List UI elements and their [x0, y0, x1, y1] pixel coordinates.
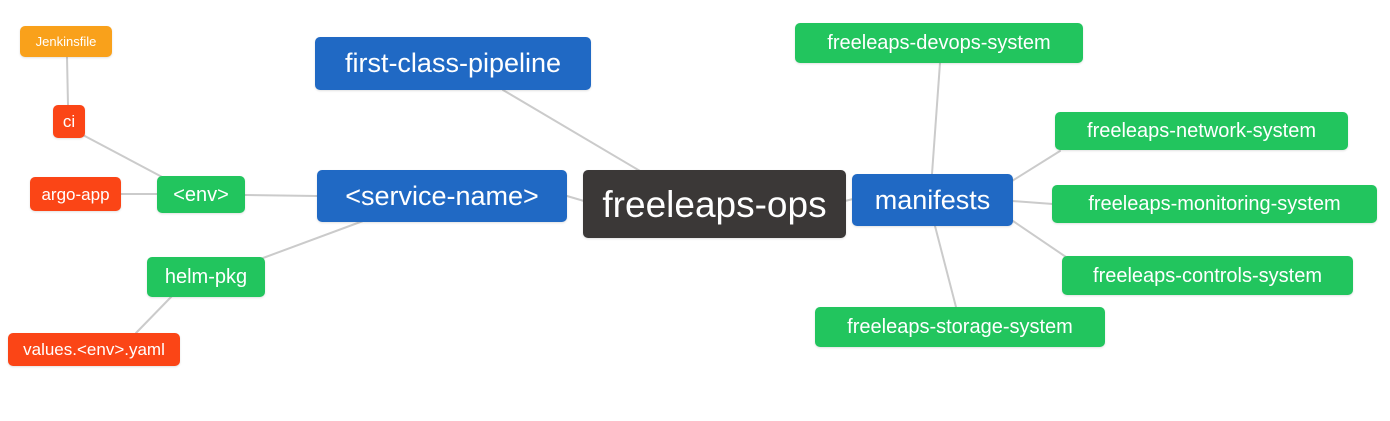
- node-argo-app[interactable]: argo-app: [30, 177, 121, 211]
- edge-env-to-service-name: [244, 194, 318, 197]
- node-values-env-yaml[interactable]: values.<env>.yaml: [8, 333, 180, 366]
- node-freeleaps-storage-system[interactable]: freeleaps-storage-system: [815, 307, 1105, 347]
- edge-service-name-to-freeleaps-ops: [566, 195, 585, 202]
- edge-manifests-to-freeleaps-controls-system: [1012, 220, 1067, 258]
- node-freeleaps-controls-system[interactable]: freeleaps-controls-system: [1062, 256, 1353, 295]
- edge-manifests-to-freeleaps-storage-system: [934, 225, 957, 308]
- node-helm-pkg[interactable]: helm-pkg: [147, 257, 265, 297]
- edge-values-env-yaml-to-helm-pkg: [135, 295, 173, 334]
- edge-manifests-to-freeleaps-network-system: [1011, 150, 1061, 182]
- node-manifests[interactable]: manifests: [852, 174, 1013, 226]
- node-env[interactable]: <env>: [157, 176, 245, 213]
- edge-manifests-to-freeleaps-monitoring-system: [1011, 200, 1054, 205]
- node-freeleaps-network-system[interactable]: freeleaps-network-system: [1055, 112, 1348, 150]
- node-freeleaps-ops[interactable]: freeleaps-ops: [583, 170, 846, 238]
- edge-ci-to-env: [80, 133, 165, 179]
- node-service-name[interactable]: <service-name>: [317, 170, 567, 222]
- edge-manifests-to-freeleaps-devops-system: [931, 62, 941, 175]
- edge-jenkinsfile-to-ci: [66, 56, 69, 106]
- node-first-class-pipeline[interactable]: first-class-pipeline: [315, 37, 591, 90]
- edge-helm-pkg-to-service-name: [262, 220, 364, 259]
- node-ci[interactable]: ci: [53, 105, 85, 138]
- node-jenkinsfile[interactable]: Jenkinsfile: [20, 26, 112, 57]
- node-freeleaps-devops-system[interactable]: freeleaps-devops-system: [795, 23, 1083, 63]
- edge-first-class-pipeline-to-freeleaps-ops: [502, 89, 641, 172]
- node-freeleaps-monitoring-system[interactable]: freeleaps-monitoring-system: [1052, 185, 1377, 223]
